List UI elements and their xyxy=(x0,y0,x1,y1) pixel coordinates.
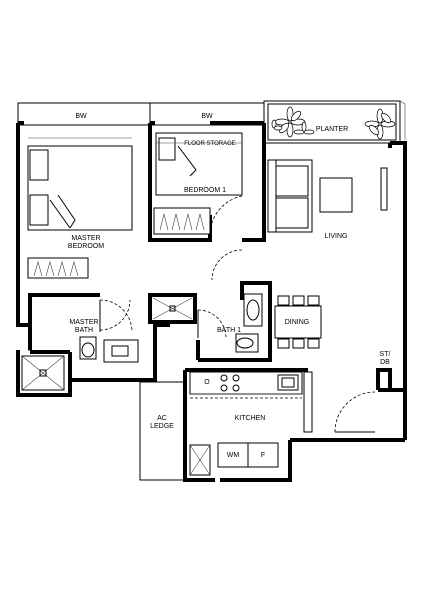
washing-machine-label: WM xyxy=(227,452,240,459)
master-bedroom-label-line2: BEDROOM xyxy=(68,243,104,250)
bedroom1-wardrobe xyxy=(153,207,211,235)
planter-label: PLANTER xyxy=(316,126,348,133)
kitchen-label: KITCHEN xyxy=(235,415,266,422)
master-shower xyxy=(21,355,65,391)
dining-set xyxy=(274,295,322,349)
bay-window-label-left: BW xyxy=(75,113,87,120)
master-bath-label-line2: BATH xyxy=(75,327,93,334)
coffee-table xyxy=(319,177,353,213)
kitchen-store xyxy=(189,444,211,476)
ac-ledge-label-line1: AC xyxy=(157,415,167,422)
bath1-label: BATH 1 xyxy=(217,327,241,334)
living-sofa xyxy=(267,159,313,233)
bay-window-label-right: BW xyxy=(201,113,213,120)
bath1-fixtures xyxy=(197,293,263,353)
living-door-swing xyxy=(211,249,243,281)
bedroom1-door-swing xyxy=(209,195,243,237)
entrance-door-swing xyxy=(334,391,376,433)
room-labels: BW BW PLANTER FLOOR STORAGE BEDROOM 1 LI… xyxy=(68,113,391,459)
master-door-swing xyxy=(99,299,133,333)
bedroom1-bed xyxy=(155,132,243,196)
ac-ledge-label-line2: LEDGE xyxy=(150,423,174,430)
master-wardrobe xyxy=(27,257,89,279)
bedroom1-label: BEDROOM 1 xyxy=(184,187,226,194)
oven-label: O xyxy=(204,379,210,386)
kitchen-fixtures xyxy=(189,371,313,433)
ac-ledge-outline xyxy=(139,381,186,481)
tv-console xyxy=(380,167,388,211)
master-bath-label-line1: MASTER xyxy=(69,319,98,326)
master-bedroom-label-line1: MASTER xyxy=(71,235,100,242)
shared-shower xyxy=(152,297,193,320)
fridge-label: F xyxy=(261,452,265,459)
dining-label: DINING xyxy=(285,319,310,326)
living-label: LIVING xyxy=(325,233,348,240)
st-db-label-line2: DB xyxy=(380,359,390,366)
planter-plants xyxy=(271,106,396,140)
master-bed xyxy=(27,137,133,231)
floor-storage-label: FLOOR STORAGE xyxy=(184,141,236,147)
master-bath-fixtures xyxy=(79,299,139,363)
washer-fridge xyxy=(217,442,279,468)
st-db-label-line1: ST/ xyxy=(380,351,391,358)
